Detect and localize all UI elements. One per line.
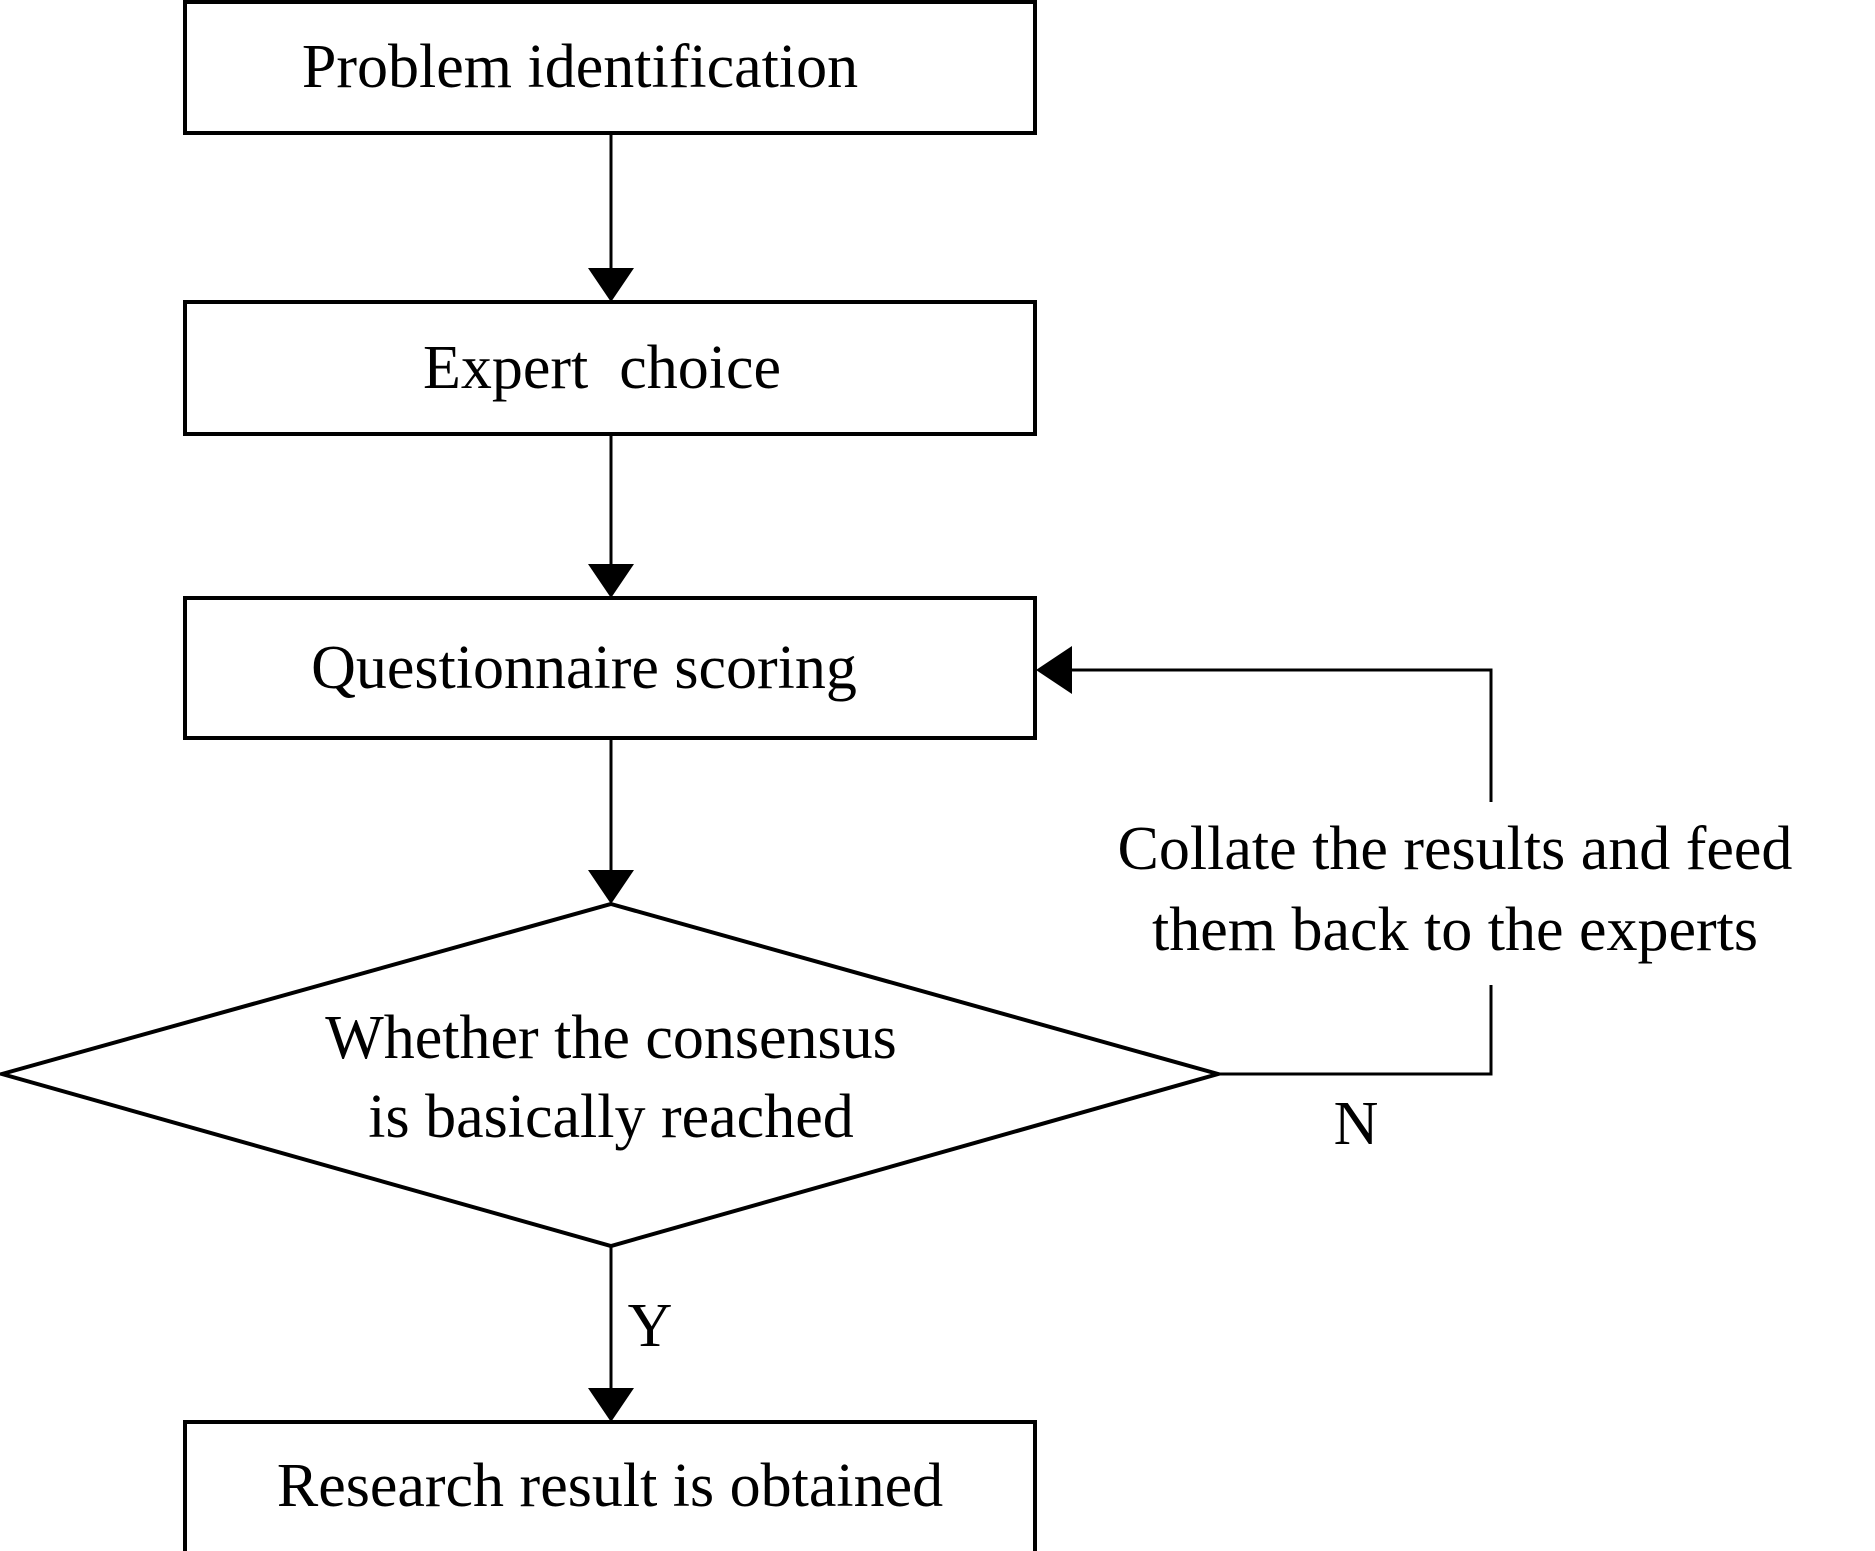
decision-label-line-1: Whether the consensus	[325, 1004, 897, 1072]
decision-label-line-2: is basically reached	[368, 1083, 853, 1151]
node-questionnaire-scoring: Questionnaire scoring	[183, 596, 1037, 740]
feedback-edge-label: Collate the results and feed them back t…	[1118, 815, 1793, 964]
condition-yes-label: Y	[628, 1292, 673, 1360]
node-problem-identification-label: Problem identification	[302, 33, 858, 101]
feedback-label-line-2: them back to the experts	[1152, 896, 1758, 964]
node-expert-choice: Expert choice	[183, 300, 1037, 436]
condition-no-label: N	[1334, 1090, 1379, 1158]
node-research-result: Research result is obtained	[183, 1420, 1037, 1551]
node-problem-identification: Problem identification	[183, 0, 1037, 135]
feedback-label-line-1: Collate the results and feed	[1118, 815, 1793, 883]
arrow-expert-to-questionnaire	[588, 434, 634, 598]
node-expert-choice-label: Expert choice	[423, 334, 781, 402]
node-research-result-label: Research result is obtained	[277, 1452, 943, 1520]
feedback-loop	[1036, 646, 1493, 1076]
arrow-questionnaire-to-decision	[588, 738, 634, 904]
arrow-problem-to-expert	[588, 133, 634, 302]
node-consensus-decision: Whether the consensus is basically reach…	[0, 901, 1226, 1249]
node-questionnaire-scoring-label: Questionnaire scoring	[311, 634, 857, 702]
arrow-decision-to-result	[588, 1246, 634, 1422]
